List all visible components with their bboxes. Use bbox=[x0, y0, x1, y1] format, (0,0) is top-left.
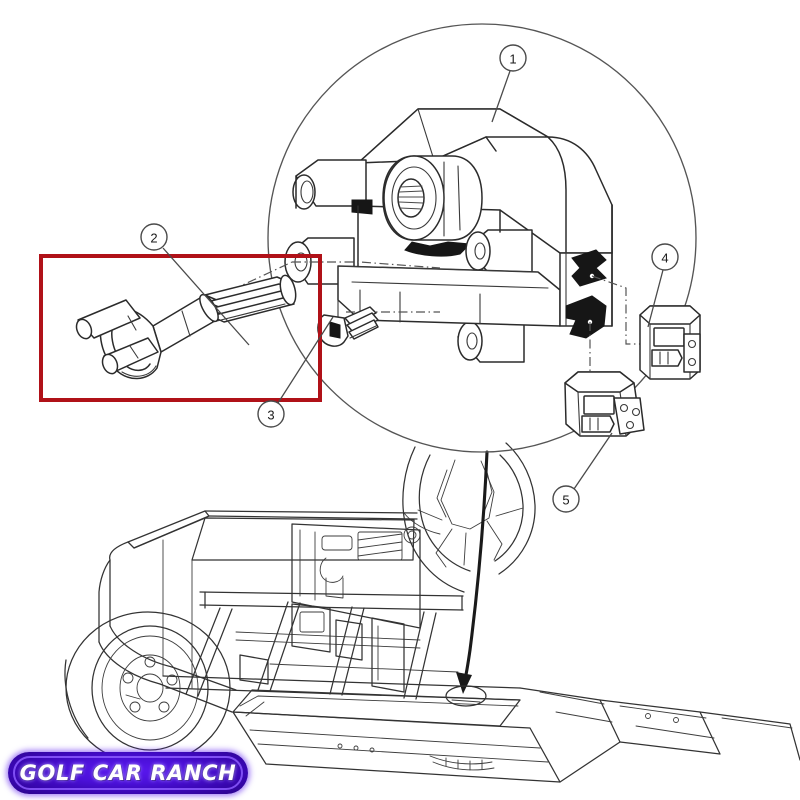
right-frame bbox=[519, 687, 800, 783]
callout-3-label: 3 bbox=[267, 408, 274, 423]
output-hub bbox=[382, 155, 483, 241]
detail-circle bbox=[267, 23, 697, 453]
steering-wheel bbox=[402, 442, 536, 593]
retaining-screw bbox=[317, 306, 379, 347]
motor-housing-assembly bbox=[284, 108, 613, 363]
callout-3[interactable]: 3 bbox=[257, 400, 285, 428]
shaft-yoke bbox=[75, 299, 162, 380]
logo-text: GOLF CAR RANCH bbox=[19, 761, 237, 785]
splined-drive-shaft bbox=[75, 274, 297, 380]
watermark-logo: GOLF CAR RANCH bbox=[8, 752, 248, 794]
callout-4-label: 4 bbox=[661, 251, 668, 266]
callout-1[interactable]: 1 bbox=[499, 44, 527, 72]
callout-2[interactable]: 2 bbox=[140, 223, 168, 251]
callout-5-label: 5 bbox=[562, 493, 569, 508]
callout-1-label: 1 bbox=[509, 52, 516, 67]
callout-4[interactable]: 4 bbox=[651, 243, 679, 271]
detail-pointer-arrow bbox=[445, 450, 489, 707]
mount-boss-right bbox=[465, 229, 533, 273]
plug-connector bbox=[564, 371, 645, 437]
motor-terminals bbox=[565, 249, 607, 339]
golf-car-chassis bbox=[64, 442, 800, 783]
controller-components bbox=[239, 603, 405, 693]
highlight-box bbox=[39, 254, 322, 402]
mount-boss-lower bbox=[457, 319, 525, 363]
callout-2-label: 2 bbox=[150, 231, 157, 246]
callout-5[interactable]: 5 bbox=[552, 485, 580, 513]
floor-panel bbox=[232, 689, 561, 783]
receptacle-connector bbox=[639, 305, 701, 380]
logo-background bbox=[8, 752, 248, 794]
callout-leaders bbox=[162, 70, 664, 490]
